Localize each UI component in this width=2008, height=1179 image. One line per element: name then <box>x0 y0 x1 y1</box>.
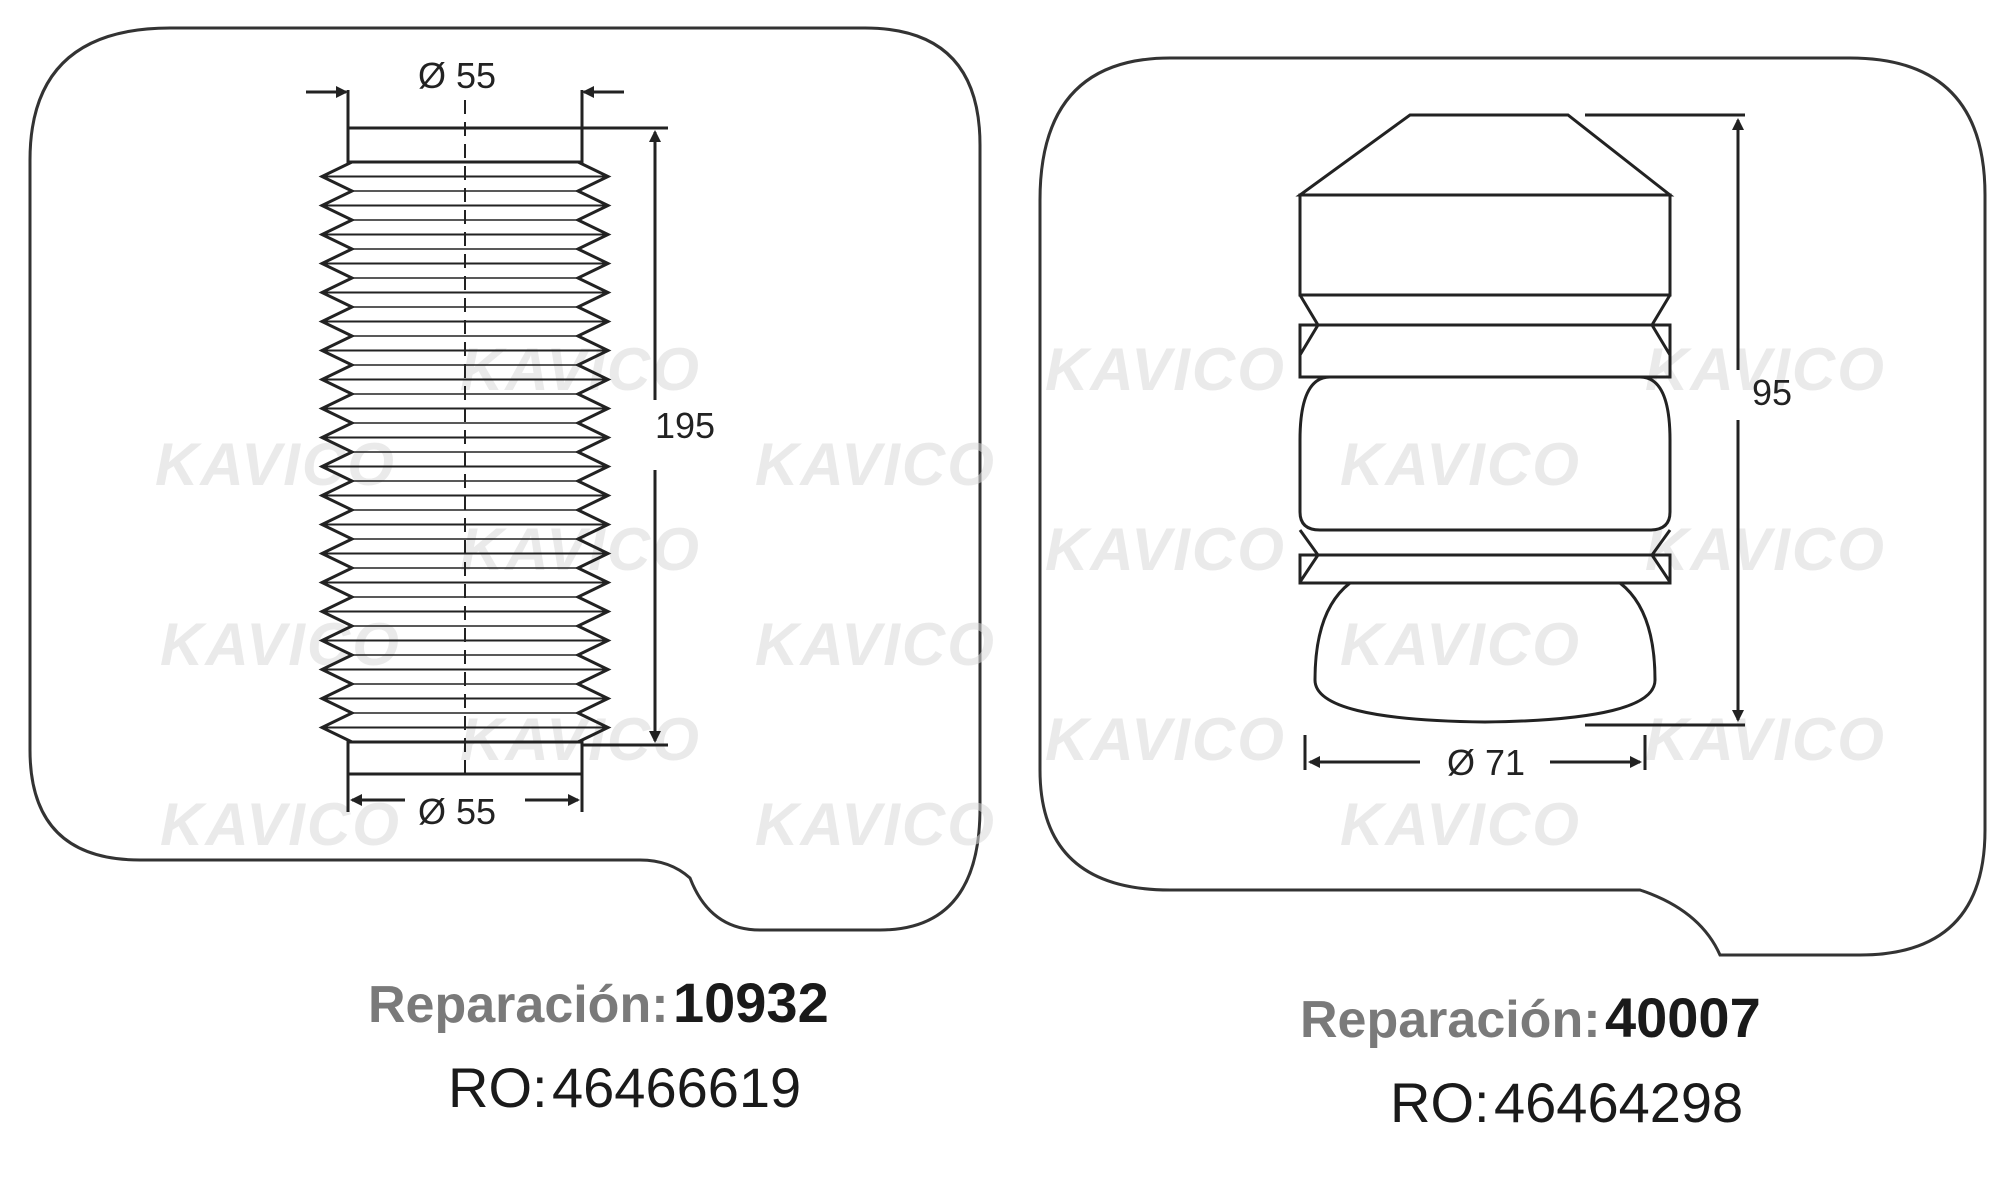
height-dimension <box>1585 113 1745 727</box>
bump-stop <box>1295 113 1675 724</box>
right-ro-line: RO: 46464298 <box>1390 1070 1743 1135</box>
right-repair-line: Reparación: 40007 <box>1300 985 1761 1050</box>
diameter-dimension <box>1303 735 1647 770</box>
repair-label: Reparación: <box>1300 991 1601 1049</box>
length-label: 195 <box>655 405 715 446</box>
watermark-text: KAVICO <box>1045 516 1286 583</box>
diameter-label: Ø 71 <box>1447 742 1525 783</box>
repair-number: 10932 <box>672 971 829 1034</box>
ro-label: RO: <box>448 1056 548 1119</box>
watermark-layer: KAVICO KAVICO KAVICO KAVICO KAVICO KAVIC… <box>155 336 1886 858</box>
height-label: 95 <box>1752 372 1792 413</box>
watermark-text: KAVICO <box>755 611 996 678</box>
watermark-text: KAVICO <box>1340 791 1581 858</box>
left-part-frame <box>28 26 982 932</box>
watermark-text: KAVICO <box>755 431 996 498</box>
watermark-text: KAVICO <box>1645 706 1886 773</box>
watermark-text: KAVICO <box>755 791 996 858</box>
left-repair-line: Reparación: 10932 <box>368 970 829 1035</box>
watermark-text: KAVICO <box>1340 611 1581 678</box>
ro-number: 46464298 <box>1494 1071 1744 1134</box>
top-diameter-dimension <box>306 86 624 128</box>
watermark-text: KAVICO <box>1645 336 1886 403</box>
watermark-text: KAVICO <box>155 431 396 498</box>
watermark-text: KAVICO <box>460 516 701 583</box>
watermark-text: KAVICO <box>1645 516 1886 583</box>
watermark-text: KAVICO <box>1045 706 1286 773</box>
bottom-diameter-label: Ø 55 <box>418 791 496 832</box>
ro-label: RO: <box>1390 1071 1490 1134</box>
repair-number: 40007 <box>1604 986 1761 1049</box>
bottom-dome <box>1300 581 1670 724</box>
ring-upper <box>1298 323 1672 379</box>
top-cap <box>1295 113 1675 197</box>
bottom-diameter-dimension <box>346 774 584 812</box>
upper-body <box>1298 193 1672 297</box>
middle-body <box>1298 375 1672 532</box>
ring-lower <box>1298 553 1672 585</box>
length-dimension <box>582 126 668 747</box>
watermark-text: KAVICO <box>1045 336 1286 403</box>
ro-number: 46466619 <box>552 1056 802 1119</box>
right-part-frame <box>1038 56 1987 957</box>
watermark-text: KAVICO <box>160 611 401 678</box>
left-ro-line: RO: 46466619 <box>448 1055 801 1120</box>
top-diameter-label: Ø 55 <box>418 55 496 96</box>
bellows-boot <box>318 100 612 780</box>
repair-label: Reparación: <box>368 976 669 1034</box>
watermark-text: KAVICO <box>1340 431 1581 498</box>
bellows-right-edge <box>574 160 612 744</box>
